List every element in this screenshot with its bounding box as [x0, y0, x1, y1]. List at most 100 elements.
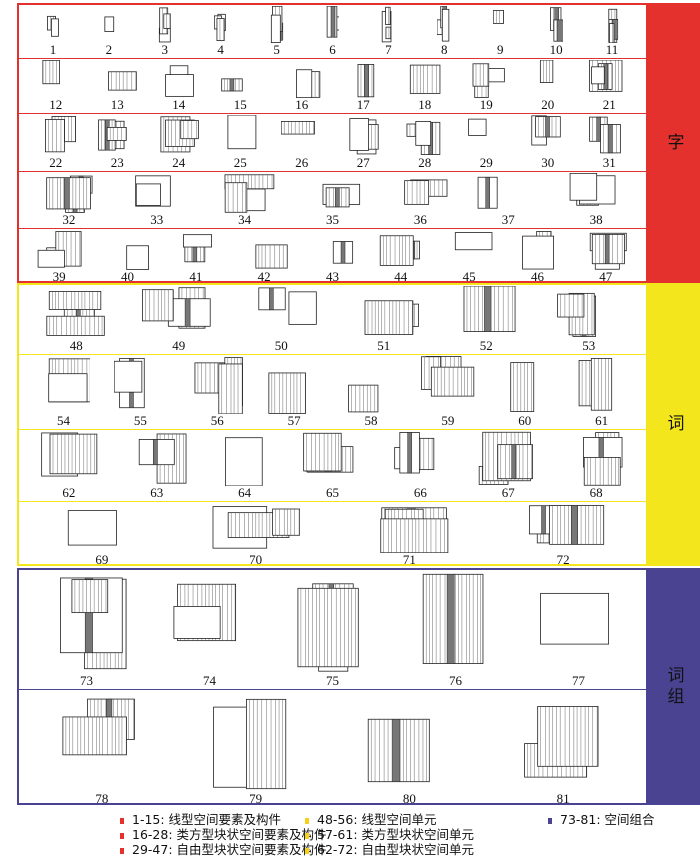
plan-sketch-icon	[464, 286, 516, 332]
figure-item: 36	[376, 173, 464, 226]
figure-number: 39	[52, 269, 66, 284]
figure-item: 40	[93, 231, 161, 283]
figure-item: 16	[271, 60, 333, 111]
figure-number: 56	[210, 413, 224, 428]
figure-number: 31	[602, 155, 616, 170]
plan-sketch-icon	[46, 291, 106, 336]
plan-sketch-icon	[590, 232, 627, 270]
legend-text: 73-81: 空间组合	[560, 812, 655, 827]
figure-item: 66	[376, 431, 464, 499]
figure-item: 61	[563, 356, 640, 427]
plan-sketch-icon	[550, 7, 564, 42]
figure-item: 9	[472, 6, 528, 56]
figure-item: 51	[333, 286, 436, 352]
figure-number: 75	[326, 673, 339, 688]
figure-item: 71	[333, 504, 487, 566]
plan-sketch-icon	[583, 432, 623, 486]
plan-sketch-icon	[138, 433, 187, 484]
figure-number: 80	[402, 791, 416, 806]
figure-item: 1	[25, 6, 81, 56]
figure-number: 70	[249, 552, 263, 567]
plan-sketch-icon	[578, 358, 612, 411]
figure-item: 74	[148, 571, 271, 687]
figure-item: 8	[416, 6, 472, 56]
plan-sketch-icon	[326, 6, 340, 38]
plan-sketch-icon	[41, 432, 98, 477]
figure-item: 77	[517, 571, 640, 687]
figure-item: 38	[552, 173, 640, 226]
plan-sketch-icon	[421, 356, 475, 397]
plan-sketch-icon	[589, 60, 623, 92]
plan-sketch-icon	[303, 432, 354, 473]
figure-item: 29	[456, 115, 518, 169]
figure-number: 64	[238, 485, 252, 500]
plan-sketch-icon	[539, 60, 554, 83]
plan-sketch-icon	[126, 245, 149, 270]
figure-item: 31	[579, 115, 641, 169]
figure-number: 43	[325, 269, 339, 284]
legend-text: 62-72: 自由型块状空间单元	[317, 842, 475, 857]
figure-number: 1	[49, 42, 57, 57]
figure-number: 50	[274, 338, 288, 353]
legend-item: 16-28: 类方型块状空间要素及构件	[120, 827, 327, 842]
plan-sketch-icon	[557, 292, 596, 337]
plan-sketch-icon	[108, 71, 138, 91]
figure-number: 37	[501, 212, 515, 227]
figure-number: 22	[49, 155, 63, 170]
figure-item: 34	[201, 173, 289, 226]
plan-sketch-icon	[364, 300, 419, 335]
plan-sketch-icon	[194, 357, 244, 414]
figure-number: 46	[530, 269, 544, 284]
figure-item: 33	[113, 173, 201, 226]
figure-number: 26	[295, 155, 309, 170]
figure-item: 52	[435, 286, 538, 352]
figure-number: 66	[413, 485, 427, 500]
figure-item: 60	[486, 356, 563, 427]
figure-item: 59	[409, 356, 486, 427]
plan-sketch-icon	[368, 718, 431, 783]
plan-sketch-icon	[104, 16, 115, 32]
plan-sketch-icon	[258, 287, 318, 325]
figure-number: 18	[418, 97, 432, 112]
plan-sketch-icon	[473, 63, 506, 98]
figure-number: 79	[249, 791, 263, 806]
plan-sketch-icon	[468, 118, 487, 136]
figure-item: 57	[256, 356, 333, 427]
figure-item: 42	[230, 231, 298, 283]
plan-sketch-icon	[44, 116, 76, 153]
plan-sketch-icon	[67, 510, 117, 546]
plan-sketch-icon	[406, 121, 441, 155]
plan-sketch-icon	[358, 64, 375, 98]
figure-number: 40	[120, 269, 134, 284]
plan-sketch-icon	[297, 583, 359, 672]
figure-item: 53	[538, 286, 641, 352]
figure-item: 13	[87, 60, 149, 111]
plan-sketch-icon	[227, 115, 257, 150]
figure-item: 19	[456, 60, 518, 111]
figure-item: 48	[25, 286, 128, 352]
figure-number: 77	[572, 673, 585, 688]
figure-number: 30	[541, 155, 555, 170]
figure-number: 44	[394, 269, 408, 284]
figure-number: 38	[589, 212, 603, 227]
figure-item: 20	[517, 60, 579, 111]
figure-item: 21	[579, 60, 641, 111]
figure-number: 62	[62, 485, 76, 500]
figure-number: 8	[441, 42, 448, 57]
figure-number: 69	[95, 552, 109, 567]
figure-number: 49	[172, 338, 186, 353]
figure-item: 62	[25, 431, 113, 499]
figure-number: 19	[479, 97, 493, 112]
plan-sketch-icon	[437, 6, 450, 42]
figure-number: 57	[287, 413, 301, 428]
figure-number: 7	[385, 42, 392, 57]
plan-sketch-icon	[212, 698, 286, 790]
figure-item: 70	[179, 504, 333, 566]
section-label: 词	[648, 283, 700, 566]
figure-item: 54	[25, 356, 102, 427]
figure-number: 48	[69, 338, 83, 353]
plan-sketch-icon	[493, 10, 505, 24]
figure-item: 11	[584, 6, 640, 56]
